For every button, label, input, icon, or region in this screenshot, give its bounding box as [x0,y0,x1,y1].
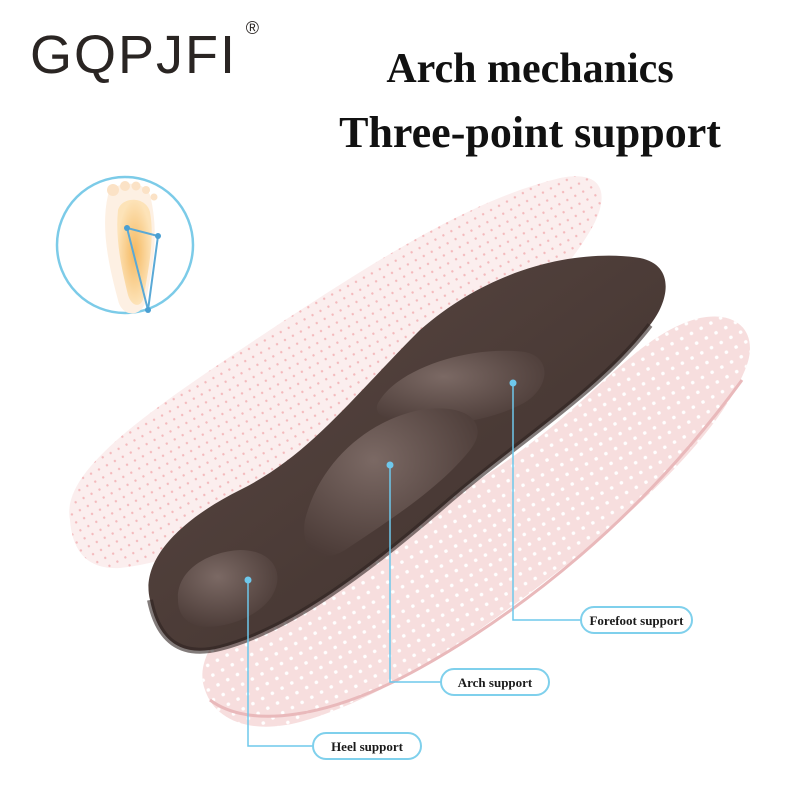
callout-lines [247,383,582,747]
heel-callout-line [247,580,314,747]
brand-name: GQPJFI [30,25,238,85]
forefoot-callout-line [512,383,582,621]
heel-pad [177,550,278,627]
brand-logo: GQPJFI ® [30,18,259,86]
forefoot-support-label: Forefoot support [580,606,693,634]
arch-support-label: Arch support [440,668,550,696]
arch-pad [304,408,478,557]
headline-line-1: Arch mechanics [386,46,674,92]
arch-callout-line [389,465,442,683]
heel-point [244,576,252,584]
forefoot-point [509,379,517,387]
foot-pressure-diagram-icon [55,175,195,315]
forefoot-pad [376,350,545,425]
arch-point [386,461,394,469]
registered-mark: ® [245,18,262,38]
headline-line-2: Three-point support [339,108,721,157]
heel-support-label: Heel support [312,732,422,760]
